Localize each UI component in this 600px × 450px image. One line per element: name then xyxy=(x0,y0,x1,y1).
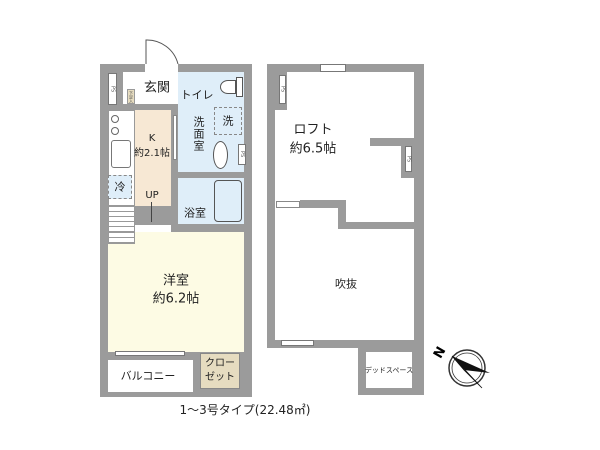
dead-space-label: デッドスペース xyxy=(364,366,414,375)
toilet-tank-icon xyxy=(236,77,243,97)
ps-shaft: PS xyxy=(238,144,246,165)
washroom-label: 洗面室 xyxy=(192,116,205,152)
bathroom-label: 浴室 xyxy=(184,206,206,220)
entrance-label: 玄関 xyxy=(143,80,171,96)
stove-burner-icon xyxy=(111,127,119,135)
entry-door[interactable] xyxy=(145,64,178,72)
loft-label: ロフト xyxy=(293,122,333,138)
western-room-size: 約6.2帖 xyxy=(152,291,200,307)
loft-window[interactable] xyxy=(320,64,346,72)
staircase-bottom xyxy=(108,232,135,244)
kitchen-size: 約2.1帖 xyxy=(134,148,170,159)
void-window xyxy=(281,340,314,346)
loft-edge-wall xyxy=(338,200,346,228)
stairs-up-label: UP xyxy=(145,190,159,201)
compass-icon: N xyxy=(431,344,490,389)
dead-space xyxy=(366,352,412,388)
toilet-label: トイレ xyxy=(180,88,214,102)
stove-burner-icon xyxy=(111,115,119,123)
washer-space xyxy=(214,107,242,135)
shoe-box-label: 下足入 xyxy=(129,90,134,103)
loft-notch-wall xyxy=(370,138,414,146)
fridge-label: 冷 xyxy=(114,180,126,194)
loft-edge-wall xyxy=(300,200,345,208)
closet-label-2: ゼット xyxy=(205,372,235,383)
toilet-icon xyxy=(220,80,236,94)
ps-shaft: PS xyxy=(279,75,286,104)
closet-label-1: クロー xyxy=(205,358,235,369)
western-room xyxy=(108,232,244,352)
unit-type-caption: 1〜3号タイプ(22.48㎡) xyxy=(179,403,311,417)
basin-icon xyxy=(213,141,228,169)
balcony-window[interactable] xyxy=(115,351,185,356)
void-label: 吹抜 xyxy=(335,277,357,291)
kitchen-letter: K xyxy=(148,133,156,144)
north-label: N xyxy=(431,344,449,361)
shoe-box: 下足入 xyxy=(127,89,135,104)
loft-size: 約6.5帖 xyxy=(289,141,337,157)
loft-ladder-opening[interactable] xyxy=(276,201,300,208)
bathtub-icon xyxy=(214,180,242,222)
washer-label: 洗 xyxy=(222,114,234,128)
western-room-label: 洋室 xyxy=(162,273,190,289)
loft-edge-wall xyxy=(338,222,414,229)
bathroom-area xyxy=(178,178,244,224)
ps-shaft: PS xyxy=(405,146,412,172)
fridge-space xyxy=(108,175,132,199)
balcony xyxy=(108,360,193,392)
entry-door-swing xyxy=(145,39,179,65)
closet xyxy=(200,353,240,389)
kitchen-area xyxy=(135,110,171,206)
sink-icon xyxy=(111,140,131,168)
stair-landing xyxy=(135,225,171,235)
ps-shaft: PS xyxy=(108,73,117,105)
sliding-door[interactable] xyxy=(173,115,177,160)
balcony-label: バルコニー xyxy=(120,369,176,383)
stairs-arrow-icon xyxy=(151,202,152,222)
